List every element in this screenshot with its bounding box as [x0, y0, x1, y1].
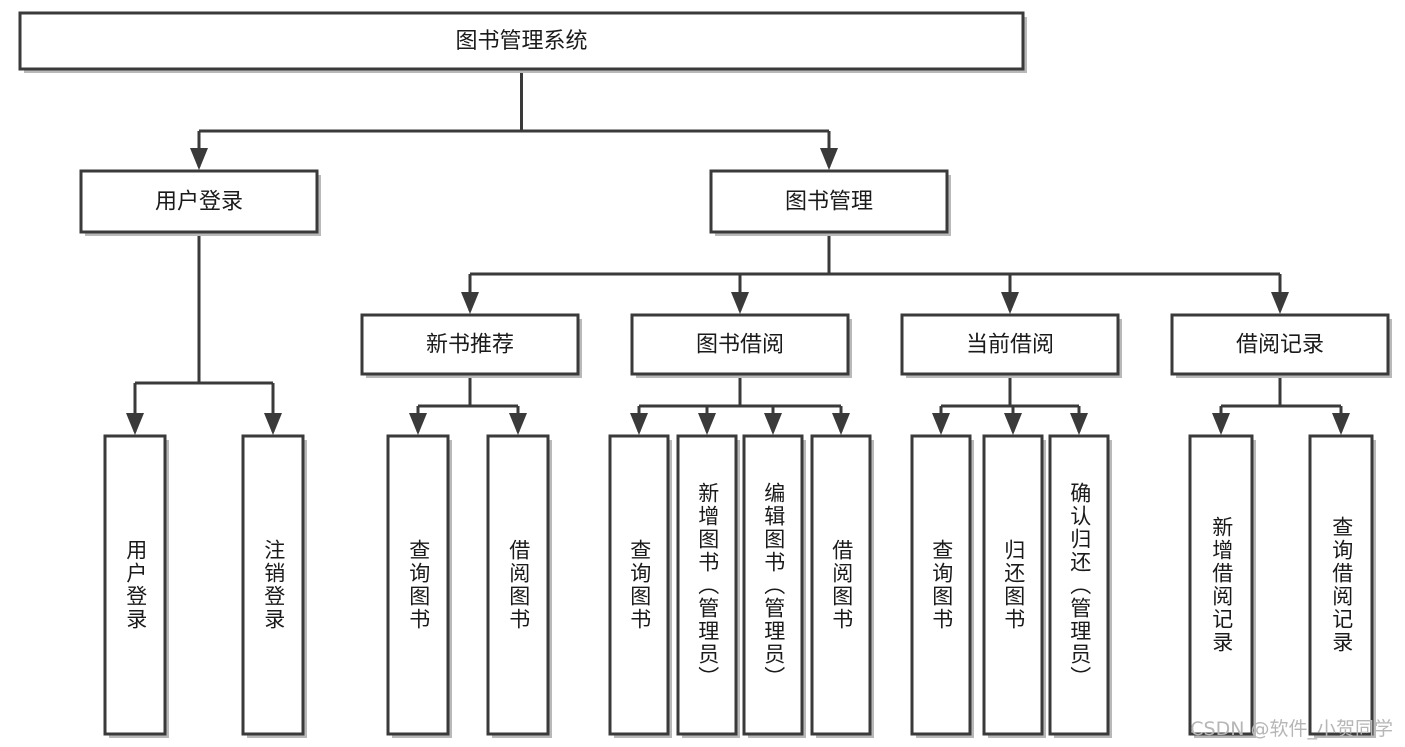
node-leaf-edit-book[interactable]: [742, 434, 804, 736]
edge-layer: [126, 69, 1350, 435]
node-layer: [18, 11, 1392, 738]
node-leaf-borrow-book-1[interactable]: [486, 434, 550, 736]
node-leaf-logout[interactable]: [241, 434, 305, 736]
node-leaf-query-book-1[interactable]: [386, 434, 450, 736]
arrow-head-icon: [126, 413, 144, 435]
node-label-current-borrow: 当前借阅: [966, 333, 1054, 358]
node-leaf-return-book[interactable]: [982, 434, 1044, 736]
arrow-head-icon: [461, 292, 479, 314]
watermark-text: CSDN @软件_小贺同学: [1190, 718, 1393, 740]
arrow-head-icon: [764, 413, 782, 435]
arrow-head-icon: [1271, 292, 1289, 314]
node-root[interactable]: [18, 11, 1025, 71]
node-current-borrow[interactable]: [900, 313, 1120, 376]
node-label-user-login: 用户登录: [155, 190, 243, 215]
node-new-book-recommend[interactable]: [360, 313, 580, 376]
node-user-login[interactable]: [79, 169, 319, 234]
node-leaf-query-record[interactable]: [1308, 434, 1374, 736]
node-label-root: 图书管理系统: [455, 29, 587, 54]
node-leaf-user-login[interactable]: [103, 434, 167, 736]
arrow-head-icon: [1212, 413, 1230, 435]
arrow-head-icon: [1332, 413, 1350, 435]
arrow-head-icon: [509, 413, 527, 435]
arrow-head-icon: [264, 413, 282, 435]
node-leaf-confirm-return[interactable]: [1048, 434, 1110, 736]
node-leaf-add-record[interactable]: [1188, 434, 1254, 736]
node-label-book-borrow: 图书借阅: [696, 333, 784, 358]
arrow-head-icon: [190, 148, 208, 170]
node-leaf-borrow-book-2[interactable]: [810, 434, 872, 736]
arrow-head-icon: [1001, 292, 1019, 314]
arrow-head-icon: [1070, 413, 1088, 435]
node-label-book-manage: 图书管理: [785, 190, 873, 215]
arrow-head-icon: [820, 148, 838, 170]
node-label-new-book-recommend: 新书推荐: [426, 333, 514, 358]
node-borrow-record[interactable]: [1170, 313, 1390, 376]
node-leaf-add-book[interactable]: [676, 434, 738, 736]
arrow-head-icon: [832, 413, 850, 435]
node-leaf-query-book-3[interactable]: [910, 434, 972, 736]
arrow-head-icon: [698, 413, 716, 435]
arrow-head-icon: [932, 413, 950, 435]
arrow-head-icon: [630, 413, 648, 435]
arrow-head-icon: [731, 292, 749, 314]
arrow-head-icon: [1004, 413, 1022, 435]
node-label-borrow-record: 借阅记录: [1236, 333, 1324, 358]
node-book-manage[interactable]: [709, 169, 949, 234]
node-leaf-query-book-2[interactable]: [608, 434, 670, 736]
node-book-borrow[interactable]: [630, 313, 850, 376]
arrow-head-icon: [409, 413, 427, 435]
